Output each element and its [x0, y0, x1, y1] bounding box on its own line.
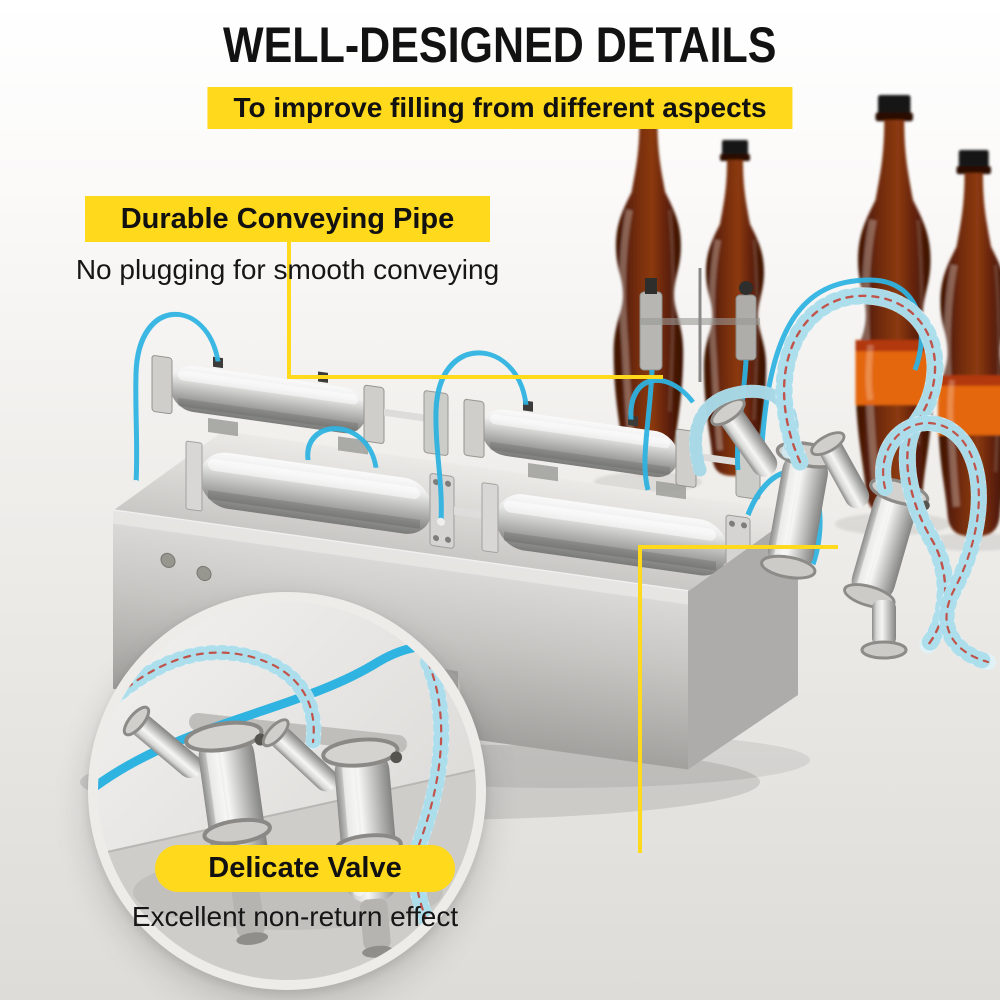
page-title-text: WELL-DESIGNED DETAILS — [223, 17, 777, 73]
valve-callout-label: Delicate Valve — [155, 845, 455, 892]
pipe-callout-label: Durable Conveying Pipe — [85, 196, 490, 242]
subtitle-banner: To improve filling from different aspect… — [207, 87, 793, 129]
pipe-callout-description: No plugging for smooth conveying — [75, 254, 500, 285]
filling-valve-assembly — [710, 397, 930, 660]
valve-callout-description: Excellent non-return effect — [131, 901, 459, 932]
product-cylinders — [185, 440, 790, 591]
page-title: WELL-DESIGNED DETAILS — [0, 16, 1000, 74]
